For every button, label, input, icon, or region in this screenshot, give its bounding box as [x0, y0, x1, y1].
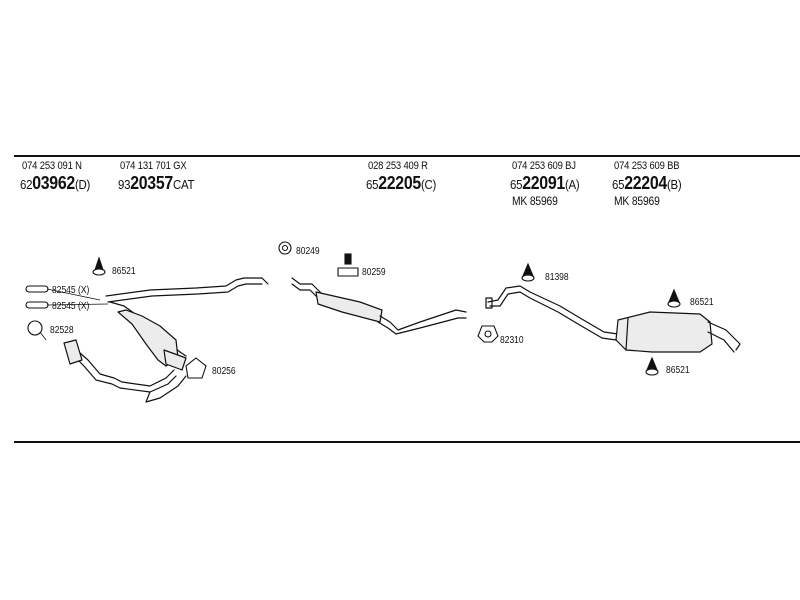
rubber-hanger-icon — [645, 356, 659, 376]
clamp-ring-icon — [278, 241, 292, 255]
rubber-hanger-icon — [667, 288, 681, 308]
part-code-a: 6522091(A) — [510, 173, 580, 193]
oe-number-cat: 074 131 701 GX — [120, 160, 187, 172]
gasket-icon — [27, 320, 43, 336]
bottom-rule — [14, 441, 800, 443]
part-code-d: 6203962(D) — [20, 173, 91, 193]
center-silencer-c — [291, 277, 467, 335]
rear-silencer-b — [615, 311, 741, 353]
label-86521-rear-bottom: 86521 — [666, 365, 690, 376]
oe-number-a: 074 253 609 BJ — [512, 160, 576, 172]
label-80256: 80256 — [212, 366, 236, 377]
rubber-hanger-icon — [521, 262, 535, 282]
bracket-icon — [337, 253, 359, 277]
label-82545-lower: 82545 (X) — [52, 301, 90, 312]
label-82545-upper: 82545 (X) — [52, 285, 90, 296]
clamp-ring-icon — [25, 285, 49, 309]
front-pipe-d — [63, 339, 187, 403]
oe-number-c: 028 253 409 R — [368, 160, 428, 172]
part-code-cat: 9320357CAT — [118, 173, 195, 193]
label-82310: 82310 — [500, 335, 524, 346]
label-82528: 82528 — [50, 325, 74, 336]
catalytic-converter — [109, 301, 187, 371]
label-81398: 81398 — [545, 272, 569, 283]
part-code-c: 6522205(C) — [366, 173, 437, 193]
gasket-icon — [185, 357, 207, 379]
mk-kit-a: MK 85969 — [512, 194, 558, 208]
oe-number-d: 074 253 091 N — [22, 160, 82, 172]
label-86521-rear-top: 86521 — [690, 297, 714, 308]
rear-pipe-a — [485, 285, 619, 341]
clamp-ring-icon — [477, 325, 499, 343]
label-80249: 80249 — [296, 246, 320, 257]
label-80259: 80259 — [362, 267, 386, 278]
oe-number-b: 074 253 609 BB — [614, 160, 680, 172]
part-code-b: 6522204(B) — [612, 173, 682, 193]
cat-outlet-pipe — [105, 277, 269, 303]
label-86521-front: 86521 — [112, 266, 136, 277]
mk-kit-b: MK 85969 — [614, 194, 660, 208]
rubber-hanger-icon — [92, 256, 106, 276]
top-rule — [14, 155, 800, 157]
